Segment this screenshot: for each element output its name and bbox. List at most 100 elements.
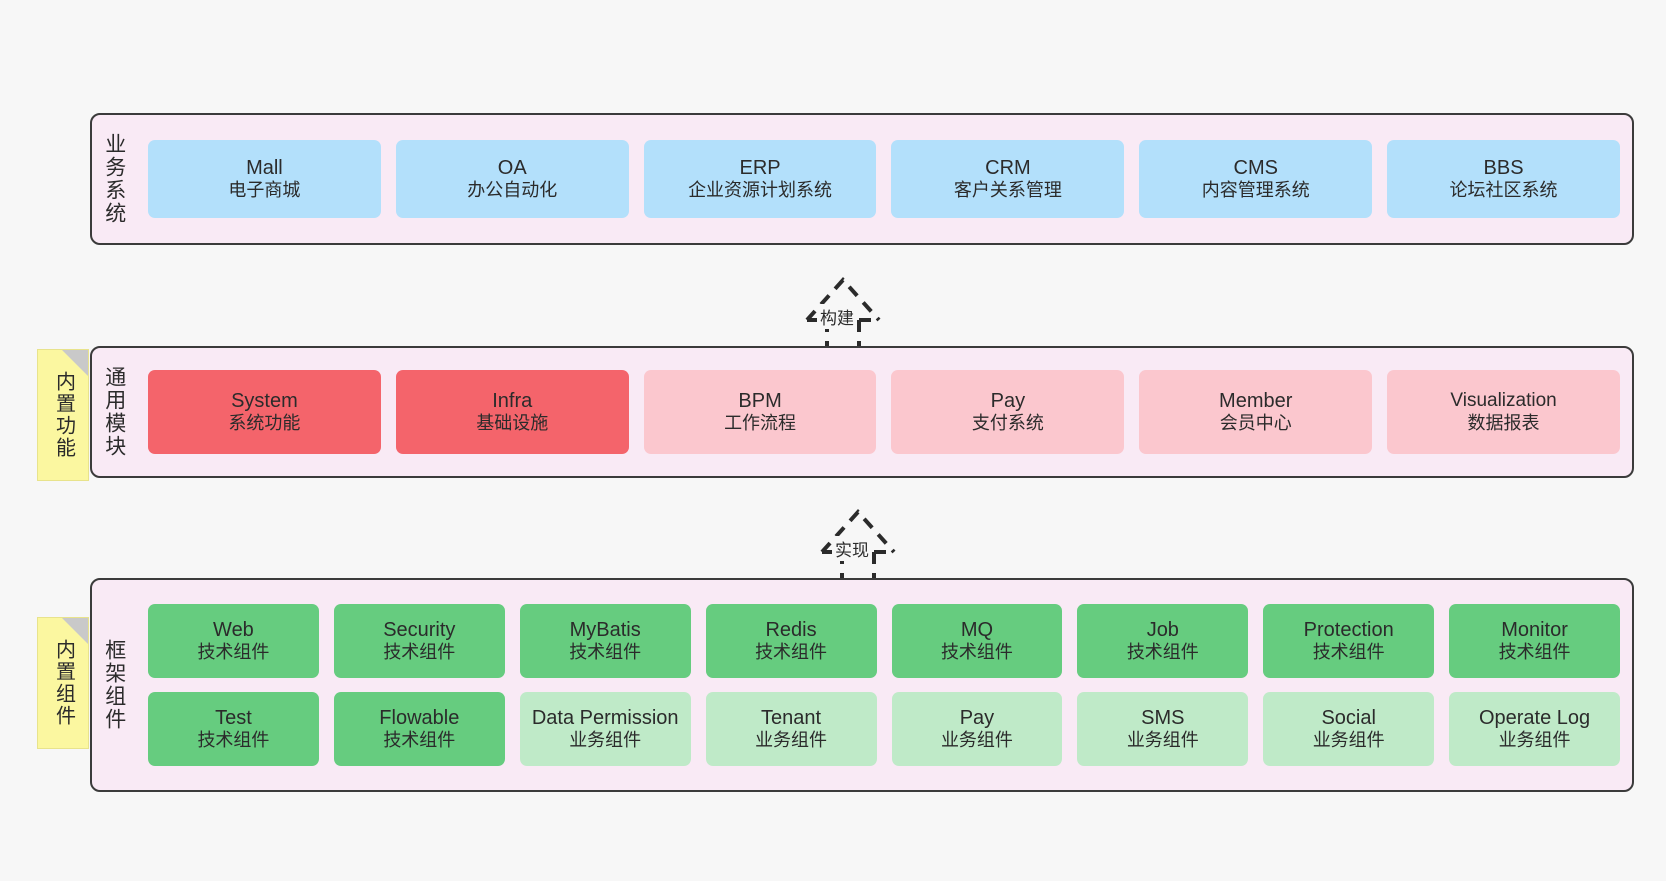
node-title: Pay	[959, 706, 995, 729]
node-subtitle: 内容管理系统	[1201, 180, 1310, 201]
node-member[interactable]: Member 会员中心	[1139, 370, 1373, 454]
connector-build: 构建	[755, 258, 915, 350]
node-title: Job	[1146, 618, 1179, 641]
node-subtitle: 技术组件	[1498, 642, 1571, 663]
node-tenant[interactable]: Tenant 业务组件	[705, 692, 877, 766]
node-oa[interactable]: OA 办公自动化	[395, 140, 629, 218]
node-subtitle: 业务组件	[755, 730, 828, 751]
node-mybatis[interactable]: MyBatis 技术组件	[519, 604, 691, 678]
node-title: Protection	[1303, 618, 1394, 641]
node-subtitle: 办公自动化	[467, 180, 558, 201]
node-subtitle: 技术组件	[1126, 642, 1199, 663]
node-title: Monitor	[1501, 618, 1568, 641]
node-subtitle: 业务组件	[1126, 730, 1199, 751]
node-subtitle: 技术组件	[383, 642, 456, 663]
node-title: Data Permission	[531, 706, 679, 729]
node-subtitle: 论坛社区系统	[1449, 180, 1558, 201]
node-flowable[interactable]: Flowable 技术组件	[333, 692, 505, 766]
node-bpm[interactable]: BPM 工作流程	[643, 370, 877, 454]
node-protection[interactable]: Protection 技术组件	[1263, 604, 1435, 678]
node-subtitle: 工作流程	[724, 413, 797, 434]
node-subtitle: 会员中心	[1219, 413, 1292, 434]
node-cms[interactable]: CMS 内容管理系统	[1139, 140, 1373, 218]
connector-implement: 实现	[770, 490, 930, 582]
node-title: System	[231, 389, 298, 412]
layer-common-module: 通用模块 System 系统功能 Infra 基础设施 BPM 工作流程 Pay…	[90, 346, 1634, 478]
node-subtitle: 数据报表	[1467, 412, 1540, 433]
node-subtitle: 技术组件	[197, 730, 270, 751]
layer-body-business: Mall 电子商城 OA 办公自动化 ERP 企业资源计划系统 CRM 客户关系…	[136, 115, 1632, 243]
connector-build-label: 构建	[817, 304, 857, 329]
node-system[interactable]: System 系统功能	[148, 370, 381, 454]
node-subtitle: 技术组件	[383, 730, 456, 751]
node-erp[interactable]: ERP 企业资源计划系统	[643, 140, 877, 218]
module-row: System 系统功能 Infra 基础设施 BPM 工作流程 Pay 支付系统…	[148, 370, 1620, 454]
node-social[interactable]: Social 业务组件	[1263, 692, 1435, 766]
node-title: CMS	[1233, 156, 1278, 179]
node-redis[interactable]: Redis 技术组件	[705, 604, 877, 678]
node-title: Mall	[246, 156, 283, 179]
node-web[interactable]: Web 技术组件	[148, 604, 319, 678]
node-title: ERP	[739, 156, 781, 179]
node-title: Pay	[990, 389, 1026, 412]
node-job[interactable]: Job 技术组件	[1077, 604, 1249, 678]
framework-row-business: Test 技术组件 Flowable 技术组件 Data Permission …	[148, 692, 1620, 766]
node-title: BPM	[738, 389, 782, 412]
node-pay-component[interactable]: Pay 业务组件	[891, 692, 1063, 766]
node-subtitle: 客户关系管理	[953, 180, 1062, 201]
node-subtitle: 业务组件	[1498, 730, 1571, 751]
sticky-note-builtin-function: 内置功能	[37, 349, 89, 481]
node-crm[interactable]: CRM 客户关系管理	[891, 140, 1125, 218]
node-title: SMS	[1141, 706, 1185, 729]
node-title: Tenant	[761, 706, 822, 729]
node-data-permission[interactable]: Data Permission 业务组件	[519, 692, 691, 766]
node-subtitle: 技术组件	[1312, 642, 1385, 663]
node-bbs[interactable]: BBS 论坛社区系统	[1387, 140, 1620, 218]
node-subtitle: 系统功能	[228, 413, 301, 434]
node-visualization[interactable]: Visualization 数据报表	[1387, 370, 1620, 454]
node-title: Social	[1321, 706, 1376, 729]
node-subtitle: 技术组件	[569, 642, 642, 663]
node-subtitle: 业务组件	[940, 730, 1013, 751]
node-title: Test	[215, 706, 252, 729]
layer-title-framework: 框架组件	[102, 639, 126, 731]
node-subtitle: 支付系统	[971, 413, 1044, 434]
node-subtitle: 技术组件	[940, 642, 1013, 663]
node-subtitle: 企业资源计划系统	[688, 180, 833, 201]
connector-implement-label: 实现	[832, 536, 872, 561]
layer-body-module: System 系统功能 Infra 基础设施 BPM 工作流程 Pay 支付系统…	[136, 348, 1632, 476]
layer-framework-component: 框架组件 Web 技术组件 Security 技术组件 MyBatis 技术组件…	[90, 578, 1634, 792]
layer-body-framework: Web 技术组件 Security 技术组件 MyBatis 技术组件 Redi…	[136, 580, 1632, 790]
layer-business-system: 业务系统 Mall 电子商城 OA 办公自动化 ERP 企业资源计划系统 CRM…	[90, 113, 1634, 245]
node-subtitle: 技术组件	[755, 642, 828, 663]
node-title: BBS	[1483, 156, 1524, 179]
node-title: Web	[213, 618, 254, 641]
node-monitor[interactable]: Monitor 技术组件	[1449, 604, 1620, 678]
node-subtitle: 业务组件	[1312, 730, 1385, 751]
node-title: CRM	[985, 156, 1031, 179]
node-infra[interactable]: Infra 基础设施	[395, 370, 629, 454]
node-title: Member	[1219, 389, 1293, 412]
node-operate-log[interactable]: Operate Log 业务组件	[1449, 692, 1620, 766]
node-title: MyBatis	[569, 618, 641, 641]
node-title: Redis	[765, 618, 817, 641]
node-security[interactable]: Security 技术组件	[333, 604, 505, 678]
business-row: Mall 电子商城 OA 办公自动化 ERP 企业资源计划系统 CRM 客户关系…	[148, 140, 1620, 218]
node-test[interactable]: Test 技术组件	[148, 692, 319, 766]
node-mall[interactable]: Mall 电子商城	[148, 140, 381, 218]
node-title: OA	[497, 156, 527, 179]
node-mq[interactable]: MQ 技术组件	[891, 604, 1063, 678]
node-title: MQ	[960, 618, 994, 641]
sticky-note-builtin-component: 内置组件	[37, 617, 89, 749]
node-subtitle: 技术组件	[197, 642, 270, 663]
node-subtitle: 基础设施	[476, 413, 549, 434]
node-subtitle: 业务组件	[569, 730, 642, 751]
layer-title-module: 通用模块	[102, 366, 126, 458]
node-title: Security	[383, 618, 456, 641]
node-sms[interactable]: SMS 业务组件	[1077, 692, 1249, 766]
node-title: Flowable	[379, 706, 460, 729]
node-pay-module[interactable]: Pay 支付系统	[891, 370, 1125, 454]
framework-row-technical: Web 技术组件 Security 技术组件 MyBatis 技术组件 Redi…	[148, 604, 1620, 678]
node-title: Visualization	[1450, 390, 1557, 412]
